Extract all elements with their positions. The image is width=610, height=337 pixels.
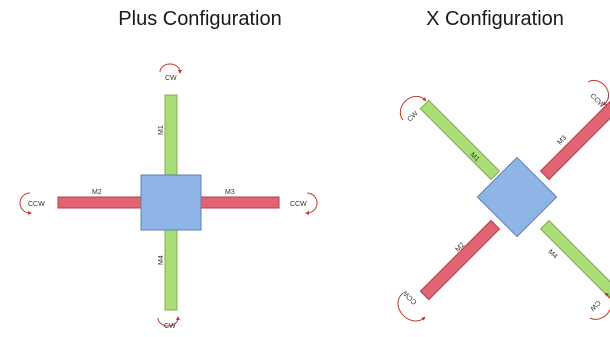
x-body (476, 156, 558, 238)
x-m4-label: M4 (547, 248, 559, 260)
plus-left-direction: CCW (28, 201, 45, 208)
x-configuration-title: X Configuration (426, 8, 564, 30)
x-arm-bottom-left (419, 219, 501, 301)
plus-bottom-direction: CW (164, 323, 176, 330)
x-top-left-direction: CW (406, 110, 419, 123)
x-bottom-right-direction: CW (588, 299, 601, 312)
x-diagram: M1 M3 M2 M4 CW CCW CCW CW (397, 79, 610, 322)
plus-arm-bottom (164, 224, 178, 311)
plus-arm-left (57, 196, 144, 209)
plus-body (140, 174, 202, 231)
plus-top-rotation-arrow (159, 63, 182, 74)
x-arm-top-left (419, 99, 501, 181)
x-arm-bottom-right (539, 219, 610, 301)
plus-m1-label: M1 (158, 125, 165, 135)
plus-top-direction: CW (165, 75, 177, 82)
x-bottom-left-direction: CCW (401, 288, 418, 305)
x-m2-label: M2 (454, 242, 466, 254)
plus-diagram: M1 M4 M2 M3 CW CW CCW CCW (19, 63, 318, 330)
plus-right-direction: CCW (290, 201, 307, 208)
plus-m4-label: M4 (158, 255, 165, 265)
x-bottom-left-rotation-arrow (397, 293, 426, 322)
plus-right-rotation-arrow (305, 192, 318, 215)
x-m3-label: M3 (556, 135, 568, 147)
plus-arm-right (198, 196, 280, 209)
plus-left-rotation-arrow (19, 192, 32, 215)
plus-arm-top (164, 94, 178, 176)
plus-m3-label: M3 (225, 189, 235, 196)
x-top-right-rotation-arrow (587, 79, 610, 106)
x-top-right-direction: CCW (589, 92, 606, 109)
plus-m2-label: M2 (92, 189, 102, 196)
x-bottom-right-rotation-arrow (589, 293, 610, 320)
x-top-left-rotation-arrow (399, 95, 427, 121)
plus-bottom-rotation-arrow (157, 316, 180, 327)
x-m1-label: M1 (469, 151, 481, 163)
plus-configuration-title: Plus Configuration (118, 8, 282, 30)
x-arm-top-right (539, 92, 610, 181)
